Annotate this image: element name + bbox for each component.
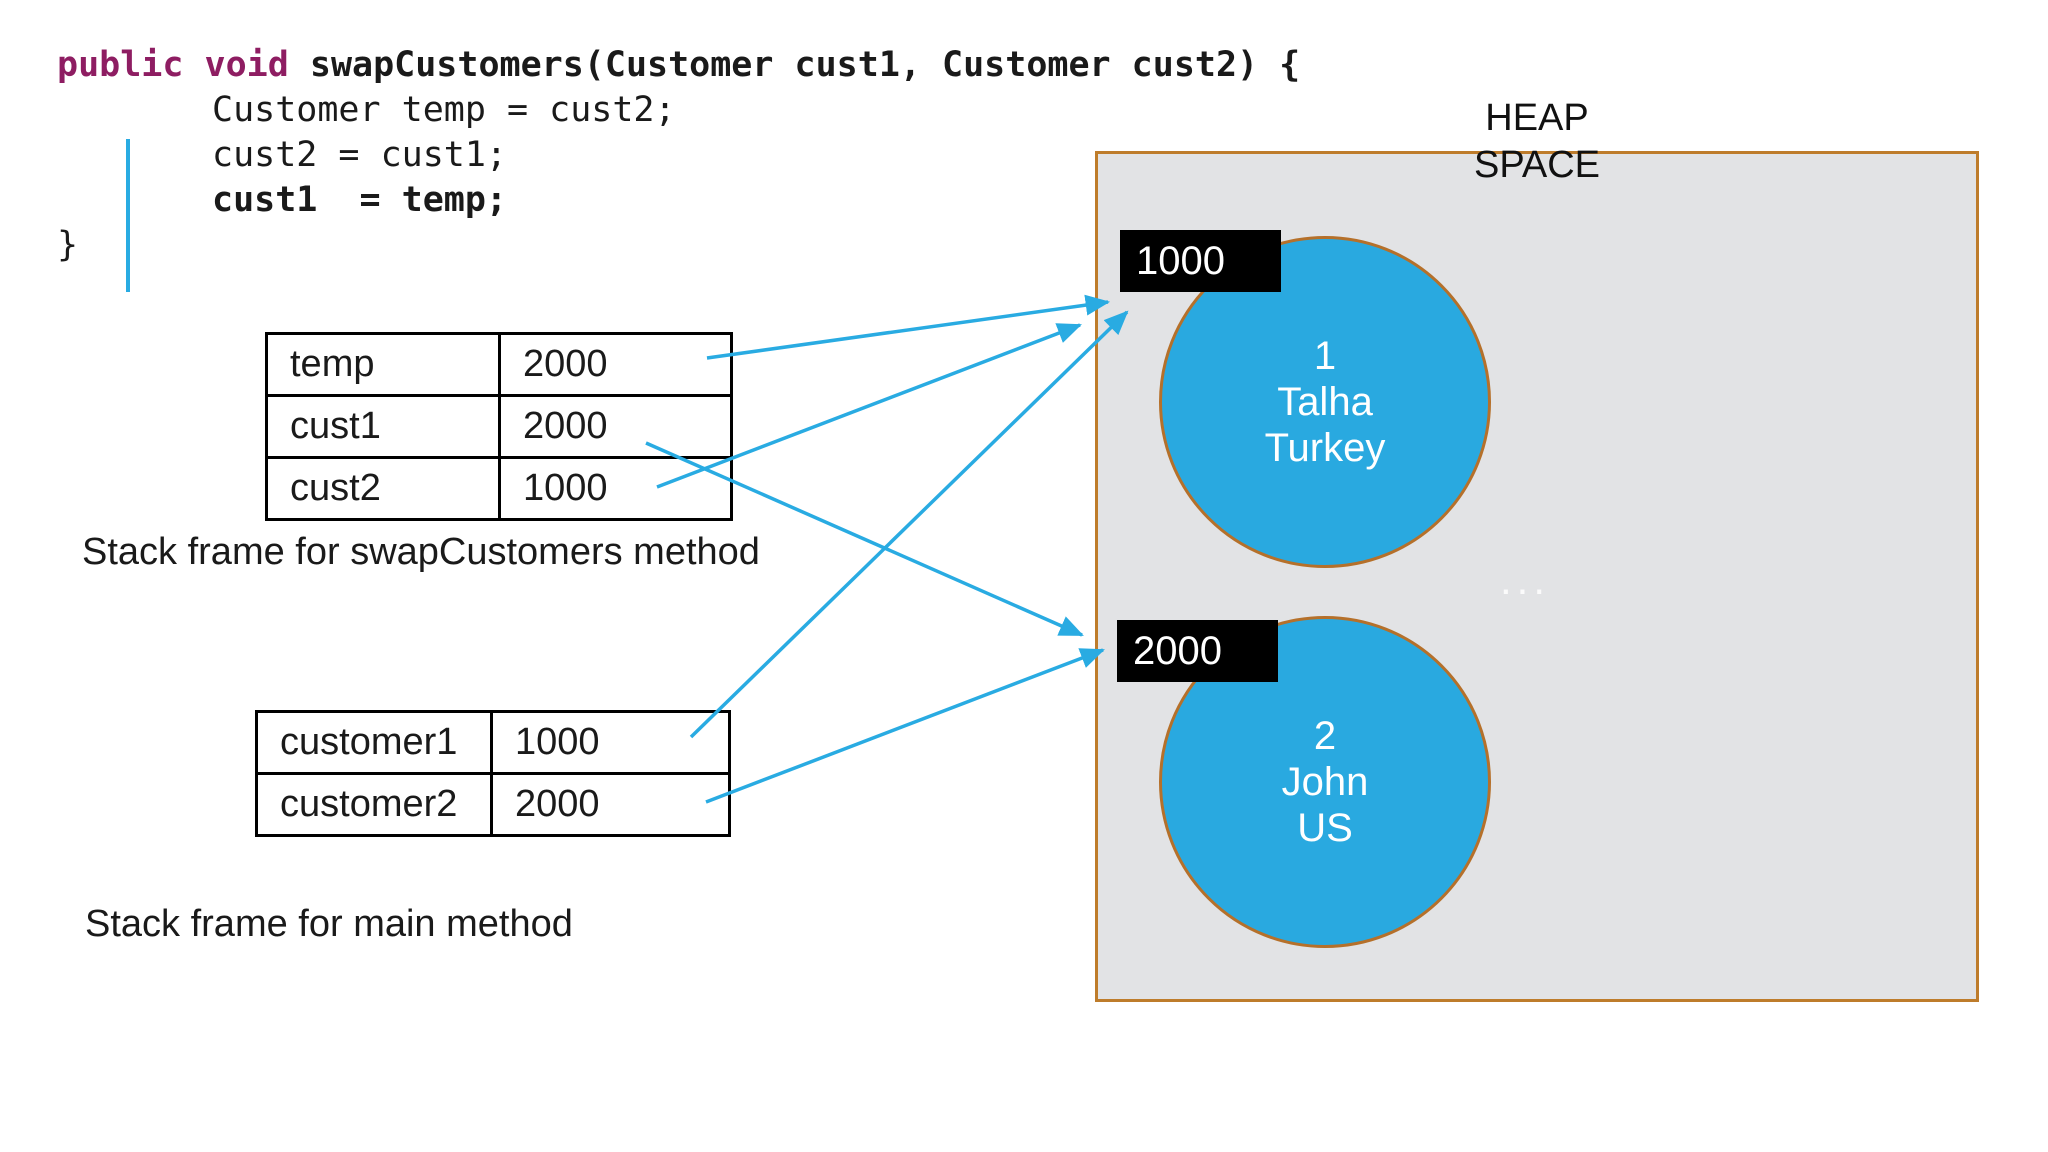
code-line-cust2-assign: cust2 = cust1; [212, 135, 508, 175]
heap-title-line1: HEAP [1485, 97, 1589, 139]
heap-ellipsis: ... [1500, 556, 1551, 603]
heap-address-label-2000: 2000 [1117, 620, 1278, 682]
object-country: US [1297, 806, 1353, 850]
arrow-customer2-to-heap-2000 [705, 648, 1105, 804]
object-country: Turkey [1264, 426, 1386, 470]
code-line-cust1-assign: cust1 = temp; [212, 180, 508, 220]
object-name: Talha [1277, 380, 1373, 424]
object-name: John [1281, 760, 1369, 804]
var-name-cell: temp [265, 332, 501, 397]
code-line-close-brace: } [57, 225, 79, 265]
object-id: 2 [1313, 714, 1337, 758]
table-row: cust2 1000 [265, 456, 733, 521]
var-value-cell: 2000 [490, 772, 731, 837]
arrow-temp-to-heap-1000 [706, 294, 1111, 360]
var-name-cell: cust1 [265, 394, 501, 459]
arrow-customer1-to-heap-1000 [689, 310, 1129, 739]
execution-marker-bar [126, 139, 130, 292]
var-value-cell: 2000 [498, 332, 733, 397]
main-stack-caption: Stack frame for main method [85, 903, 573, 945]
swap-stack-table: temp 2000 cust1 2000 cust2 1000 [265, 332, 733, 521]
var-value-cell: 1000 [490, 710, 731, 775]
heap-space-title: HEAP SPACE [1437, 95, 1637, 189]
object-id: 1 [1313, 334, 1337, 378]
table-row: customer2 2000 [255, 772, 731, 837]
var-value-cell: 1000 [498, 456, 733, 521]
var-name-cell: customer1 [255, 710, 493, 775]
heap-title-line2: SPACE [1473, 144, 1600, 186]
swap-stack-caption: Stack frame for swapCustomers method [82, 531, 760, 573]
main-stack-table: customer1 1000 customer2 2000 [255, 710, 731, 837]
var-name-cell: cust2 [265, 456, 501, 521]
table-row: cust1 2000 [265, 394, 733, 459]
var-name-cell: customer2 [255, 772, 493, 837]
code-keyword: public void [57, 45, 310, 85]
heap-address-label-1000: 1000 [1120, 230, 1281, 292]
code-line-temp-assign: Customer temp = cust2; [212, 90, 676, 130]
table-row: customer1 1000 [255, 710, 731, 775]
table-row: temp 2000 [265, 332, 733, 397]
code-line-signature: public void swapCustomers(Customer cust1… [57, 43, 1300, 87]
code-signature-rest: swapCustomers(Customer cust1, Customer c… [309, 45, 1301, 85]
var-value-cell: 2000 [498, 394, 733, 459]
